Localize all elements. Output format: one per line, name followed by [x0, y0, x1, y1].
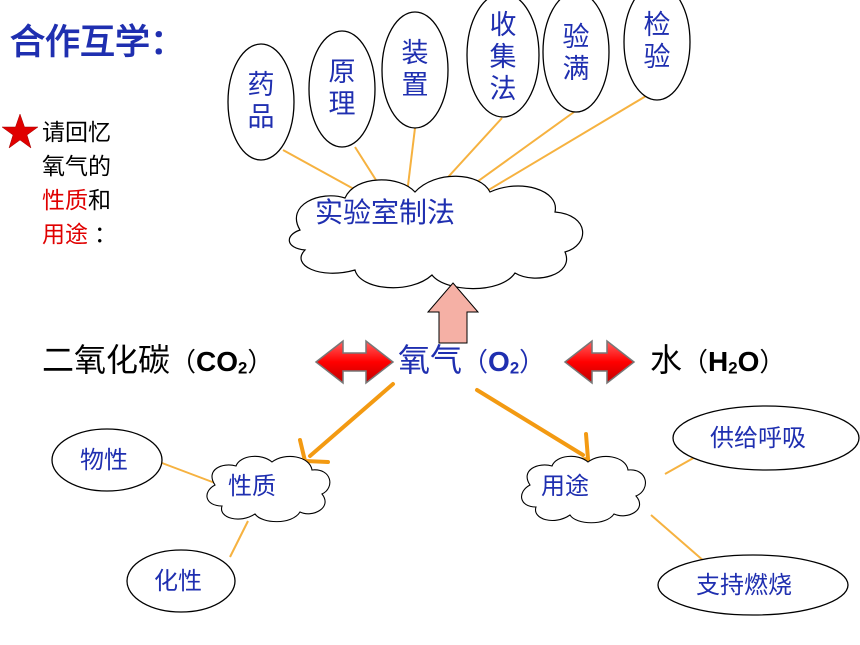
prompt: 请回忆 氧气的 性质和 用途：: [42, 116, 117, 252]
use-combustion-label: 支持燃烧: [696, 571, 792, 599]
lab-item-collection: 收集法: [489, 10, 517, 105]
uses-label: 用途: [541, 472, 589, 500]
compound-h2o: 水（H2O）: [650, 344, 785, 377]
compound-co2-formula: CO2: [196, 346, 247, 377]
prompt-and: 和: [88, 188, 111, 214]
double-arrow-right: [563, 339, 636, 385]
compound-h2o-close: ）: [759, 348, 786, 378]
lab-item-drug: 药品: [247, 70, 275, 133]
compound-h2o-subscript: 2: [728, 358, 738, 378]
oval-test: [623, 0, 691, 101]
oval-chemical: [126, 549, 236, 613]
connector-breathing: [664, 455, 698, 475]
oval-principle: [308, 30, 376, 148]
branch-arrow-properties: [298, 382, 395, 464]
double-arrow-left: [314, 339, 395, 385]
compound-o2-formula: O2: [488, 346, 519, 377]
compound-h2o-open: （: [682, 348, 709, 378]
star-icon: [1, 113, 39, 149]
properties-cloud: [206, 455, 331, 523]
oval-breathing: [672, 405, 860, 471]
oval-combustion: [657, 554, 849, 616]
compound-h2o-formula-main: H: [708, 346, 729, 377]
lab-item-apparatus: 装置: [401, 38, 429, 101]
compound-co2-subscript: 2: [238, 358, 248, 378]
lab-method-label: 实验室制法: [315, 196, 456, 229]
oval-apparatus: [381, 11, 449, 129]
prompt-line-1: 请回忆: [42, 120, 111, 146]
properties-label: 性质: [228, 472, 276, 500]
prompt-properties: 性质: [42, 188, 88, 214]
compound-co2-formula-main: CO: [196, 346, 239, 377]
prompt-colon: ：: [94, 222, 117, 248]
up-arrow: [426, 282, 480, 344]
compound-co2: 二氧化碳（CO2）: [42, 344, 273, 377]
prompt-uses: 用途: [42, 222, 88, 248]
oval-physical: [51, 428, 163, 492]
compound-co2-name: 二氧化碳: [42, 341, 171, 379]
compound-co2-close: ）: [247, 348, 274, 378]
connector-chemical: [229, 520, 249, 558]
connector-physical: [161, 462, 216, 484]
uses-cloud: [521, 455, 646, 524]
compound-o2-formula-main: O: [488, 346, 510, 377]
page-title: 合作互学：: [10, 23, 186, 63]
compound-co2-open: （: [170, 348, 197, 378]
chemical-property-label: 化性: [154, 567, 202, 595]
connector-combustion: [650, 514, 706, 563]
branch-arrow-uses: [475, 388, 591, 463]
oval-drug: [227, 43, 295, 161]
use-breathing-label: 供给呼吸: [710, 424, 806, 452]
oval-full-check: [542, 0, 610, 113]
prompt-line-2: 氧气的: [42, 154, 111, 180]
lab-item-full-check: 验满: [562, 22, 590, 85]
compound-o2-name: 氧气: [398, 341, 463, 379]
lab-item-principle: 原理: [328, 57, 356, 120]
compound-h2o-formula-tail: O: [737, 346, 760, 377]
compound-h2o-formula: H2O: [708, 346, 759, 377]
compound-o2: 氧气（O2）: [398, 344, 545, 377]
compound-o2-open: （: [462, 348, 489, 378]
compound-o2-subscript: 2: [509, 358, 520, 378]
compound-h2o-name: 水: [650, 341, 683, 379]
physical-property-label: 物性: [80, 446, 128, 474]
lab-method-cloud: [288, 175, 584, 290]
oval-collection: [466, 0, 540, 118]
lab-item-test: 检验: [643, 10, 671, 73]
compound-o2-close: ）: [519, 348, 546, 378]
